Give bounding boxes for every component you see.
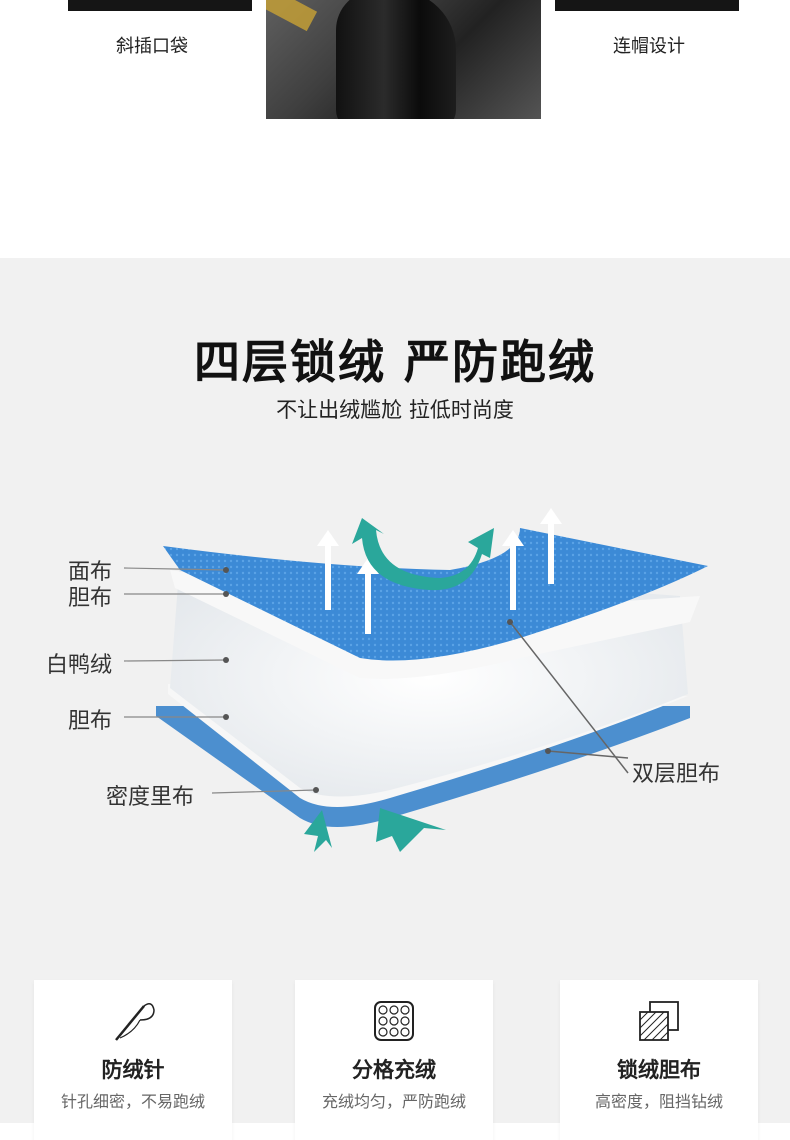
feature-title: 分格充绒 [352,1058,436,1082]
feature-card-grid: 分格充绒 充绒均匀，严防跑绒 [295,980,493,1140]
leader-lines [123,567,317,794]
needle-icon [110,998,156,1044]
label-liner-bottom: 胆布 [68,709,113,734]
label-lining: 密度里布 [106,785,195,810]
label-duck-down: 白鸭绒 [46,653,113,678]
teal-arrow-bottom-left [304,810,332,852]
hood-photo [555,0,739,11]
feature-desc: 充绒均匀，严防跑绒 [321,1092,466,1111]
teal-arrow-bottom-right [376,808,446,852]
teal-arrow-top [352,518,494,591]
label-face: 面布 [68,560,113,585]
feature-desc: 针孔细密，不易跑绒 [60,1092,205,1111]
fabric-swatch-icon [636,998,682,1044]
model-photo [266,0,541,119]
product-detail-photos: 斜插口袋 连帽设计 [0,0,790,258]
layer-diagram: 面布 胆布 白鸭绒 胆布 密度里布 双层胆布 [0,498,790,878]
down-lock-section: 四层锁绒 严防跑绒 不让出绒尴尬 拉低时尚度 [0,258,790,1140]
feature-card-fabric: 锁绒胆布 高密度，阻挡钻绒 [560,980,758,1140]
double-liner-line-2 [547,750,629,759]
label-liner-top: 胆布 [68,586,113,611]
grid-quilt-icon [371,998,417,1044]
face-layer [163,528,708,661]
label-double-liner: 双层胆布 [632,762,721,787]
feature-title: 锁绒胆布 [617,1058,701,1082]
pocket-caption: 斜插口袋 [116,36,188,57]
feature-card-needle: 防绒针 针孔细密，不易跑绒 [34,980,232,1140]
section-title: 四层锁绒 严防跑绒 [193,335,596,389]
feature-desc: 高密度，阻挡钻绒 [594,1092,723,1111]
up-arrows [317,508,562,634]
pocket-photo [68,0,252,11]
section-subtitle: 不让出绒尴尬 拉低时尚度 [276,398,514,422]
hood-caption: 连帽设计 [613,36,685,57]
feature-title: 防绒针 [101,1058,165,1082]
layer-illustration [123,508,708,852]
double-liner-line-1 [509,621,629,774]
